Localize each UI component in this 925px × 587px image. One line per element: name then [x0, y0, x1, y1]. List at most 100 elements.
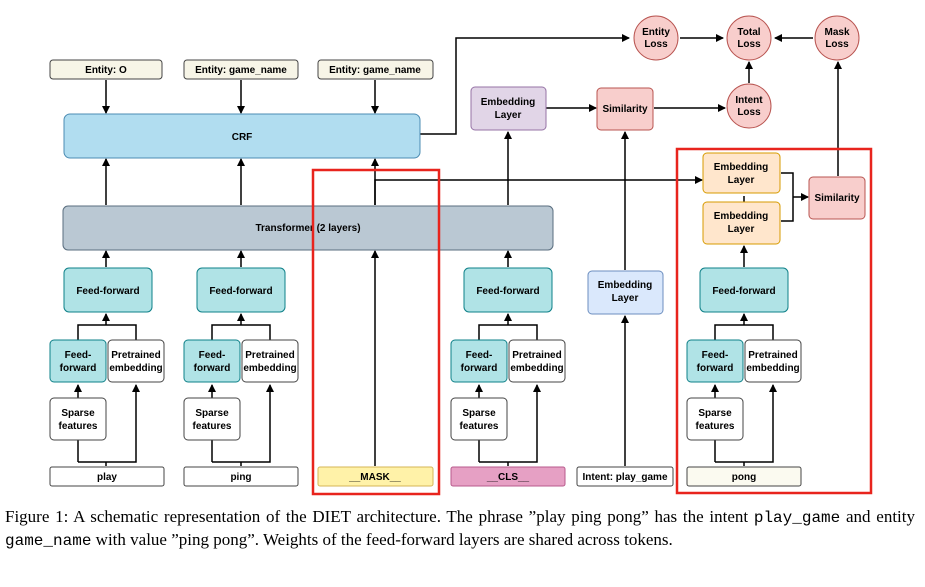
- entity-loss: Entity Loss: [633, 15, 679, 61]
- crf-layer: CRF: [63, 113, 421, 159]
- svg-text:features: features: [59, 421, 98, 432]
- token-intent: Intent: play_game: [576, 466, 674, 487]
- svg-text:Pretrained: Pretrained: [512, 350, 561, 361]
- embedding-layer-intent: Embedding Layer: [587, 270, 664, 315]
- figure-caption: Figure 1: A schematic representation of …: [5, 506, 915, 552]
- pretrained-embedding-ping: Pretrained embedding: [241, 339, 299, 383]
- sparse-features-ping: Sparse features: [183, 397, 241, 441]
- transformer-layer: Transformer (2 layers): [62, 205, 554, 251]
- svg-text:Feed-forward: Feed-forward: [476, 286, 539, 297]
- svg-text:Layer: Layer: [728, 224, 755, 235]
- svg-text:Loss: Loss: [737, 39, 761, 50]
- token-pong: pong: [686, 466, 802, 487]
- embedding-layer-cls: Embedding Layer: [470, 86, 547, 131]
- feed-forward-pong: Feed-forward: [699, 267, 789, 313]
- caption-part-2: and entity: [840, 507, 916, 526]
- svg-text:__MASK__: __MASK__: [348, 472, 401, 483]
- svg-text:forward: forward: [461, 363, 498, 374]
- svg-text:Entity: game_name: Entity: game_name: [195, 65, 287, 76]
- svg-text:Similarity: Similarity: [814, 193, 859, 204]
- token-play: play: [49, 466, 165, 487]
- entity-label-ping: Entity: game_name: [183, 59, 299, 80]
- svg-text:Embedding: Embedding: [598, 280, 652, 291]
- svg-text:Entity: game_name: Entity: game_name: [329, 65, 421, 76]
- svg-text:__CLS__: __CLS__: [486, 472, 530, 483]
- svg-text:Layer: Layer: [728, 175, 755, 186]
- feed-forward-cls: Feed-forward: [463, 267, 553, 313]
- pretrained-embedding-play: Pretrained embedding: [107, 339, 165, 383]
- svg-text:Embedding: Embedding: [481, 97, 535, 108]
- pretrained-embedding-pong: Pretrained embedding: [744, 339, 802, 383]
- svg-text:Feed-: Feed-: [466, 350, 493, 361]
- entity-label-pong: Entity: game_name: [317, 59, 434, 80]
- svg-text:Sparse: Sparse: [462, 408, 496, 419]
- svg-text:Feed-forward: Feed-forward: [209, 286, 272, 297]
- svg-text:Embedding: Embedding: [714, 211, 768, 222]
- svg-text:forward: forward: [697, 363, 734, 374]
- svg-text:Sparse: Sparse: [195, 408, 229, 419]
- embedding-layer-pong-bottom: Embedding Layer: [702, 201, 781, 245]
- token-ping: ping: [183, 466, 299, 487]
- svg-text:Embedding: Embedding: [714, 162, 768, 173]
- sparse-features-pong: Sparse features: [686, 397, 744, 441]
- svg-text:Loss: Loss: [737, 107, 761, 118]
- ff-small-cls: Feed- forward: [450, 339, 508, 383]
- sparse-features-cls: Sparse features: [450, 397, 508, 441]
- total-loss: Total Loss: [726, 15, 772, 61]
- entity-label-play: Entity: O: [49, 59, 163, 80]
- svg-text:Entity: Entity: [642, 27, 670, 38]
- svg-text:features: features: [460, 421, 499, 432]
- ff-small-ping: Feed- forward: [183, 339, 241, 383]
- token-cls: __CLS__: [450, 466, 566, 487]
- caption-code-entity: game_name: [5, 532, 92, 550]
- svg-text:Loss: Loss: [644, 39, 668, 50]
- svg-text:Sparse: Sparse: [61, 408, 95, 419]
- svg-text:embedding: embedding: [510, 363, 563, 374]
- caption-part-1: Figure 1: A schematic representation of …: [5, 507, 754, 526]
- ff-small-pong: Feed- forward: [686, 339, 744, 383]
- svg-text:Similarity: Similarity: [602, 104, 647, 115]
- pong-highlight-box: [675, 147, 873, 495]
- svg-text:Layer: Layer: [495, 110, 522, 121]
- svg-text:Total: Total: [737, 27, 760, 38]
- svg-text:forward: forward: [60, 363, 97, 374]
- diet-architecture-diagram: Entity: O Entity: game_name Entity: game…: [49, 15, 873, 496]
- svg-text:embedding: embedding: [243, 363, 296, 374]
- token-mask: __MASK__: [317, 466, 434, 487]
- svg-text:Intent: play_game: Intent: play_game: [582, 472, 667, 483]
- caption-part-3: with value ”ping pong”. Weights of the f…: [91, 530, 673, 549]
- mask-highlight-box: [311, 168, 441, 496]
- connection-arrows: [74, 34, 842, 466]
- svg-text:Pretrained: Pretrained: [245, 350, 294, 361]
- svg-text:play: play: [97, 472, 117, 483]
- caption-code-intent: play_game: [753, 509, 841, 527]
- svg-text:Pretrained: Pretrained: [111, 350, 160, 361]
- svg-text:Intent: Intent: [735, 95, 763, 106]
- svg-text:Entity: O: Entity: O: [85, 65, 127, 76]
- svg-text:CRF: CRF: [232, 132, 253, 143]
- svg-text:features: features: [193, 421, 232, 432]
- ff-small-play: Feed- forward: [49, 339, 107, 383]
- svg-text:Pretrained: Pretrained: [748, 350, 797, 361]
- svg-text:Feed-: Feed-: [702, 350, 729, 361]
- svg-text:Feed-: Feed-: [65, 350, 92, 361]
- svg-text:Transformer (2 layers): Transformer (2 layers): [255, 223, 360, 234]
- feed-forward-play: Feed-forward: [63, 267, 153, 313]
- intent-loss: Intent Loss: [726, 83, 772, 129]
- svg-text:embedding: embedding: [746, 363, 799, 374]
- embedding-layer-pong-top: Embedding Layer: [702, 152, 781, 194]
- similarity-intent: Similarity: [596, 87, 654, 131]
- svg-text:Sparse: Sparse: [698, 408, 732, 419]
- svg-text:ping: ping: [230, 472, 251, 483]
- pretrained-embedding-cls: Pretrained embedding: [508, 339, 566, 383]
- svg-text:pong: pong: [732, 472, 756, 483]
- svg-text:Feed-: Feed-: [199, 350, 226, 361]
- svg-text:Feed-forward: Feed-forward: [712, 286, 775, 297]
- mask-loss: Mask Loss: [814, 15, 860, 61]
- svg-text:Loss: Loss: [825, 39, 849, 50]
- svg-text:Feed-forward: Feed-forward: [76, 286, 139, 297]
- svg-text:forward: forward: [194, 363, 231, 374]
- feed-forward-ping: Feed-forward: [196, 267, 286, 313]
- svg-text:Layer: Layer: [612, 293, 639, 304]
- sparse-features-play: Sparse features: [49, 397, 107, 441]
